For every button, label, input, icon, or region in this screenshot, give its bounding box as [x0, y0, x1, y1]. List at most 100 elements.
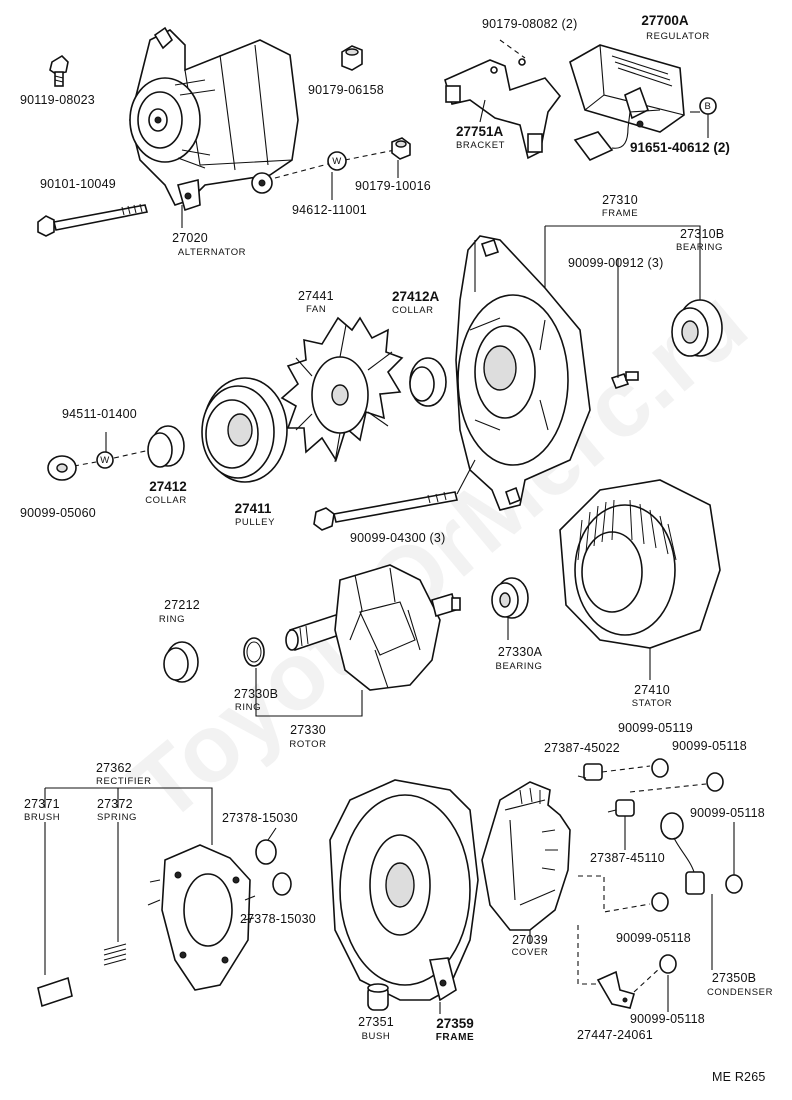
terminal-dash-1: [601, 765, 651, 773]
screw-90099-00912-drawing: [610, 371, 639, 389]
label-cover: COVER: [511, 947, 549, 958]
label-27412A: 27412A: [392, 289, 440, 304]
label-27441: 27441: [298, 289, 334, 303]
label-27387-45022: 27387-45022: [544, 741, 620, 755]
rotor-27330-drawing: [285, 564, 461, 691]
terminal-dash-2: [629, 783, 707, 793]
brush-spring-leaders: [44, 822, 119, 975]
pulley-27411-drawing: [201, 377, 288, 483]
label-27359: 27359: [436, 1016, 474, 1031]
label-brush: BRUSH: [24, 812, 61, 823]
label-27751A: 27751A: [456, 124, 504, 139]
regulator-drawing: [569, 44, 685, 133]
nut-90099-05118-d-drawing: [659, 954, 677, 974]
label-90179-10016: 90179-10016: [355, 179, 431, 193]
bearing-27310b-drawing: [671, 299, 723, 357]
nut-90099-05118-a-drawing: [706, 772, 724, 792]
rear-frame-27359-drawing: [329, 779, 479, 1014]
brush-27371-drawing: [37, 976, 73, 1008]
label-90099-05118-b: 90099-05118: [690, 806, 765, 820]
rotor-group-bracket: [255, 668, 363, 717]
cover-dash: [578, 875, 651, 913]
nut-90099-05118-b-drawing: [725, 874, 743, 894]
collar-27412-drawing: [147, 425, 185, 468]
label-pulley: PULLEY: [234, 517, 276, 528]
label-frame-lower: FRAME: [435, 1032, 475, 1043]
label-94612-11001: 94612-11001: [292, 203, 367, 217]
label-27330A: 27330A: [497, 645, 543, 659]
label-27378-15030-upper: 27378-15030: [222, 811, 298, 825]
collar-27412a-drawing: [409, 357, 447, 407]
label-90119-08023: 90119-08023: [20, 93, 95, 107]
insulator-27378-upper-drawing: [255, 839, 277, 865]
nut-90099-05118-c-drawing: [651, 892, 669, 912]
bolt-90101-10049-drawing: [37, 203, 149, 237]
label-27310: 27310: [602, 193, 638, 207]
nut-90099-05060-drawing: [47, 455, 77, 481]
bush-27351-drawing: [367, 983, 389, 1011]
insulator-27378-lower-drawing: [272, 872, 292, 896]
label-27410: 27410: [634, 683, 670, 697]
label-27372: 27372: [97, 797, 133, 811]
label-bearing-lower: BEARING: [495, 661, 543, 672]
label-27411: 27411: [234, 501, 272, 516]
alternator-assembly-drawing: [129, 26, 299, 212]
label-frame-upper: FRAME: [601, 208, 639, 219]
label-collar-lower: COLLAR: [145, 495, 187, 506]
label-27412: 27412: [149, 479, 187, 494]
label-ring-lower: RING: [234, 702, 262, 713]
label-bracket: BRACKET: [456, 140, 506, 151]
fan-27441-drawing: [280, 316, 404, 463]
mount-hardware-drawing: [274, 137, 411, 179]
label-90101-10049: 90101-10049: [40, 177, 116, 191]
callout-w-top: W: [332, 156, 342, 167]
label-27362: 27362: [96, 761, 132, 775]
rectifier-27362-drawing: [147, 844, 256, 991]
label-rotor: ROTOR: [289, 739, 327, 750]
bracket-leader: [479, 99, 486, 123]
label-condenser: CONDENSER: [706, 987, 774, 998]
label-27310B: 27310B: [680, 227, 725, 241]
frame-27310-drawing: [455, 235, 591, 511]
ring-27212-drawing: [163, 641, 199, 683]
bolt-90099-04300-drawing: [313, 459, 476, 531]
label-94511-01400: 94511-01400: [62, 407, 137, 421]
label-rectifier: RECTIFIER: [96, 776, 152, 787]
rectifier-group-bracket: [44, 787, 213, 845]
regulator-connector-drawing: [573, 109, 700, 161]
label-stator: STATOR: [631, 698, 673, 709]
label-27212: 27212: [164, 598, 200, 612]
callout-b: B: [704, 101, 712, 112]
terminal-dash-4: [633, 967, 661, 993]
label-90099-05118-d: 90099-05118: [630, 1012, 705, 1026]
label-27700A: 27700A: [641, 13, 689, 28]
label-90099-05118-c: 90099-05118: [616, 931, 691, 945]
label-ring-upper: RING: [158, 614, 186, 625]
label-27020: 27020: [172, 231, 208, 245]
nut-90099-05119-drawing: [651, 758, 669, 778]
label-27330: 27330: [290, 723, 326, 737]
callout-w-lower-circle: [96, 451, 114, 469]
label-27350B: 27350B: [711, 971, 757, 985]
callout-w-lower: W: [100, 455, 110, 466]
spring-27372-drawing: [103, 943, 127, 966]
label-fan: FAN: [306, 304, 327, 315]
label-90099-00912: 90099-00912 (3): [568, 256, 664, 270]
insulator-leader: [267, 827, 277, 841]
frame-group-bracket: [544, 225, 701, 300]
label-bush: BUSH: [361, 1031, 391, 1042]
label-90099-05118-a: 90099-05118: [672, 739, 747, 753]
bolt-90119-08023-drawing: [49, 54, 69, 87]
label-27447-24061: 27447-24061: [577, 1028, 653, 1042]
bearing-27330a-drawing: [491, 577, 529, 619]
label-alternator: ALTERNATOR: [177, 247, 247, 258]
label-spring: SPRING: [97, 812, 138, 823]
label-90179-06158: 90179-06158: [308, 83, 384, 97]
label-27371: 27371: [24, 797, 60, 811]
terminal-27387-45022-drawing: [577, 763, 603, 781]
terminal-27387-45110-drawing: [607, 799, 635, 817]
terminal-27447-24061-drawing: [596, 970, 635, 1009]
nut-90179-06158-drawing: [341, 45, 363, 71]
cover-27039-drawing: [481, 781, 571, 931]
